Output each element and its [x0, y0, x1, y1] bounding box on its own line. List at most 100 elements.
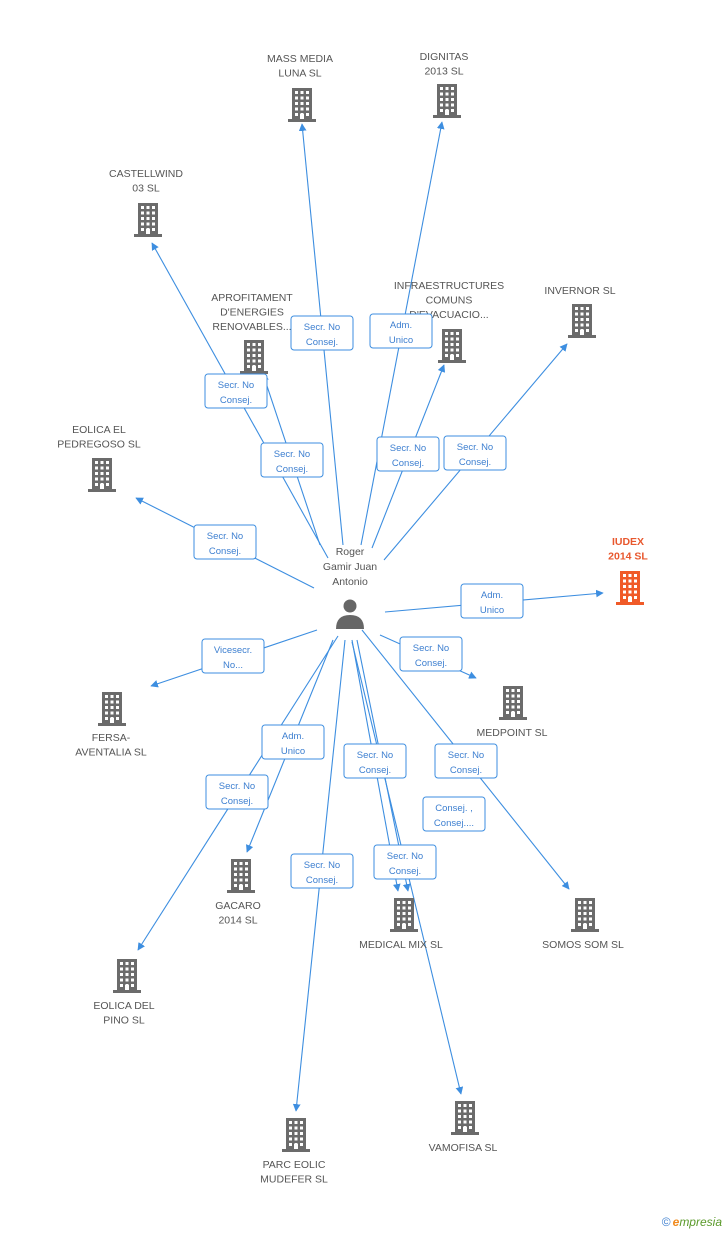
role-label-line: Secr. No	[357, 750, 393, 761]
role-label-line: Secr. No	[218, 380, 254, 391]
company-label-line: 2014 SL	[608, 551, 648, 563]
building-icon	[616, 571, 644, 605]
role-label-castellwind-03[interactable]: Secr. No Consej.	[204, 373, 268, 409]
company-node-iudex-2014[interactable]: IUDEX 2014 SL	[608, 536, 648, 605]
role-label-medical-mix[interactable]: Consej. , Consej....	[422, 796, 486, 832]
company-node-vamofisa[interactable]: VAMOFISA SL	[429, 1101, 498, 1154]
company-label-line: 2014 SL	[218, 915, 257, 927]
role-label-eolica-pino[interactable]: Secr. No Consej.	[205, 774, 269, 810]
role-label-line: Secr. No	[457, 442, 493, 453]
company-node-invernor[interactable]: INVERNOR SL	[544, 285, 616, 338]
company-label-line: MEDPOINT SL	[477, 727, 548, 739]
role-label-gacaro-2014[interactable]: Adm. Unico	[261, 724, 325, 760]
brand-footer: ©empresia	[662, 1215, 722, 1229]
company-label-line: EOLICA EL	[72, 424, 126, 436]
role-label-invernor[interactable]: Secr. No Consej.	[443, 435, 507, 471]
building-icon	[98, 692, 126, 726]
role-label-line: Secr. No	[304, 860, 340, 871]
role-label-fersa-aventalia[interactable]: Vicesecr.No...	[201, 638, 265, 674]
company-label-line: FERSA-	[92, 732, 131, 744]
role-label-line: Secr. No	[274, 449, 310, 460]
role-label-line: Vicesecr.	[214, 645, 252, 656]
role-label-line: Secr. No	[413, 643, 449, 654]
company-node-medpoint[interactable]: MEDPOINT SL	[477, 686, 548, 739]
role-label-medpoint[interactable]: Secr. No Consej.	[399, 636, 463, 672]
company-label-line: MEDICAL MIX SL	[359, 939, 443, 951]
brand-name: mpresia	[679, 1215, 722, 1229]
company-label-line: CASTELLWIND	[109, 168, 183, 180]
company-label-line: PEDREGOSO SL	[57, 439, 141, 451]
building-icon	[88, 458, 116, 492]
building-icon	[438, 329, 466, 363]
company-node-medical-mix[interactable]: MEDICAL MIX SL	[359, 898, 443, 951]
role-label-line: Secr. No	[207, 531, 243, 542]
company-node-fersa-aventalia[interactable]: FERSA- AVENTALIA SL	[75, 692, 147, 759]
role-label-line: Adm.	[282, 731, 304, 742]
company-node-somos-som[interactable]: SOMOS SOM SL	[542, 898, 624, 951]
role-label-line: Consej.	[459, 457, 491, 468]
building-icon	[571, 898, 599, 932]
role-label-line: Consej.	[415, 658, 447, 669]
building-icon	[282, 1118, 310, 1152]
person-icon	[336, 599, 364, 629]
role-label-line: Secr. No	[219, 781, 255, 792]
role-label-medical-mix[interactable]: Secr. No Consej.	[343, 743, 407, 779]
company-label-line: INVERNOR SL	[544, 285, 615, 297]
role-label-dignitas-2013[interactable]: Adm.Unico	[369, 313, 433, 349]
building-icon	[568, 304, 596, 338]
role-label-line: Unico	[281, 746, 305, 757]
company-label-line: AVENTALIA SL	[75, 747, 147, 759]
role-label-line: Consej.	[450, 765, 482, 776]
role-label-line: Consej.	[276, 464, 308, 475]
role-label-line: Consej....	[434, 818, 474, 829]
building-icon	[499, 686, 527, 720]
company-label-line: VAMOFISA SL	[429, 1142, 498, 1154]
company-label-line: SOMOS SOM SL	[542, 939, 624, 951]
role-label-line: Consej.	[220, 395, 252, 406]
building-icon	[134, 203, 162, 237]
building-icon	[288, 88, 316, 122]
role-label-line: Consej.	[221, 796, 253, 807]
building-icon	[433, 84, 461, 118]
role-label-line: Consej. ,	[435, 803, 473, 814]
company-label-line: APROFITAMENT	[211, 292, 293, 304]
building-icon	[390, 898, 418, 932]
company-label-line: INFRAESTRUCTURES	[394, 280, 504, 292]
company-label-line: IUDEX	[612, 536, 644, 548]
company-label-line: PARC EOLIC	[263, 1159, 326, 1171]
company-label-line: EOLICA DEL	[93, 1000, 154, 1012]
role-label-line: Adm.	[481, 590, 503, 601]
building-icon	[113, 959, 141, 993]
company-label-line: D'ENERGIES	[220, 307, 284, 319]
role-label-line: Secr. No	[387, 851, 423, 862]
company-label-line: GACARO	[215, 900, 261, 912]
building-icon	[240, 340, 268, 374]
company-node-eolica-pedregoso[interactable]: EOLICA EL PEDREGOSO SL	[57, 424, 141, 492]
role-label-line: Unico	[389, 335, 413, 346]
company-node-gacaro-2014[interactable]: GACARO 2014 SL	[215, 859, 261, 927]
building-icon	[451, 1101, 479, 1135]
role-label-line: Secr. No	[304, 322, 340, 333]
role-label-line: Consej.	[359, 765, 391, 776]
person-name-line: Roger	[336, 546, 365, 558]
company-label-line: RENOVABLES...	[212, 321, 291, 333]
company-node-aprofitament[interactable]: APROFITAMENT D'ENERGIES RENOVABLES...	[211, 292, 293, 374]
role-label-iudex-2014[interactable]: Adm.Unico	[460, 583, 524, 619]
person-name-line: Gamir Juan	[323, 561, 377, 573]
company-label-line: LUNA SL	[278, 68, 321, 80]
role-label-aprofitament[interactable]: Secr. No Consej.	[260, 442, 324, 478]
